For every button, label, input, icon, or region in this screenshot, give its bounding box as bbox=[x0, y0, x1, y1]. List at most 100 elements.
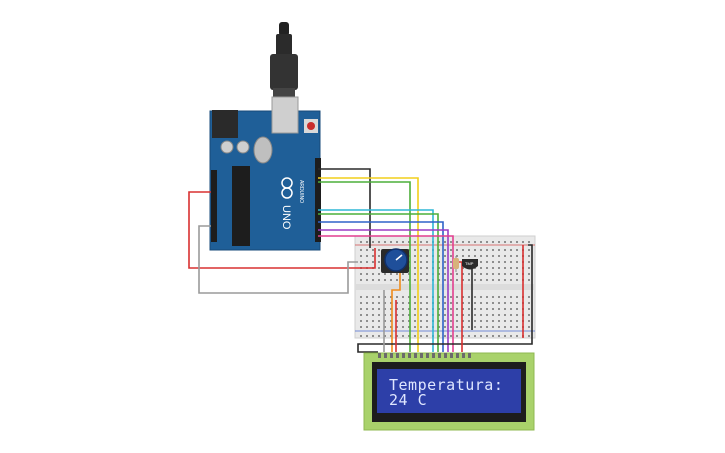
breadboard-hole bbox=[468, 308, 470, 310]
breadboard-hole bbox=[456, 308, 458, 310]
breadboard-hole bbox=[396, 302, 398, 304]
breadboard-hole bbox=[528, 335, 530, 337]
potentiometer[interactable] bbox=[381, 248, 409, 273]
breadboard-hole bbox=[426, 335, 428, 337]
breadboard-hole bbox=[450, 249, 452, 251]
breadboard-hole bbox=[450, 261, 452, 263]
breadboard-hole bbox=[426, 261, 428, 263]
breadboard-hole bbox=[468, 296, 470, 298]
wire-gray[interactable] bbox=[198, 225, 358, 294]
breadboard-hole bbox=[426, 320, 428, 322]
breadboard-hole bbox=[504, 279, 506, 281]
breadboard-hole bbox=[450, 279, 452, 281]
arduino-uno-board[interactable]: ARDUINO UNO bbox=[209, 96, 321, 251]
wire-yellow[interactable] bbox=[318, 177, 419, 352]
breadboard-hole bbox=[486, 249, 488, 251]
wire-cyan[interactable] bbox=[318, 209, 434, 352]
wire-green[interactable] bbox=[318, 181, 411, 352]
breadboard-hole bbox=[366, 279, 368, 281]
breadboard-hole bbox=[414, 261, 416, 263]
breadboard-hole bbox=[390, 320, 392, 322]
breadboard-hole bbox=[372, 273, 374, 275]
breadboard-hole bbox=[426, 255, 428, 257]
breadboard-hole bbox=[456, 326, 458, 328]
breadboard-hole bbox=[480, 308, 482, 310]
breadboard-hole bbox=[450, 326, 452, 328]
breadboard-hole bbox=[378, 255, 380, 257]
breadboard-hole bbox=[420, 335, 422, 337]
breadboard-hole bbox=[492, 302, 494, 304]
breadboard-hole bbox=[438, 279, 440, 281]
breadboard-hole bbox=[396, 320, 398, 322]
wire-orange[interactable] bbox=[391, 262, 401, 352]
breadboard-hole bbox=[462, 255, 464, 257]
wire-pink[interactable] bbox=[318, 235, 454, 352]
breadboard-hole bbox=[444, 241, 446, 243]
breadboard-hole bbox=[516, 326, 518, 328]
breadboard-hole bbox=[516, 308, 518, 310]
breadboard-hole bbox=[420, 255, 422, 257]
breadboard-hole bbox=[498, 335, 500, 337]
breadboard-hole bbox=[510, 308, 512, 310]
wire-black-right[interactable] bbox=[357, 244, 533, 353]
breadboard-hole bbox=[390, 241, 392, 243]
breadboard-hole bbox=[480, 241, 482, 243]
breadboard-hole bbox=[468, 302, 470, 304]
breadboard-hole bbox=[414, 326, 416, 328]
breadboard-hole bbox=[462, 267, 464, 269]
breadboard-hole bbox=[390, 296, 392, 298]
wire-red[interactable] bbox=[188, 191, 376, 269]
breadboard-hole bbox=[444, 314, 446, 316]
breadboard-hole bbox=[360, 320, 362, 322]
breadboard-hole bbox=[438, 267, 440, 269]
lcd-display[interactable] bbox=[363, 352, 535, 431]
wire-green2[interactable] bbox=[318, 213, 439, 352]
breadboard-hole bbox=[408, 241, 410, 243]
breadboard-hole bbox=[498, 296, 500, 298]
usb-cable[interactable] bbox=[270, 22, 298, 98]
breadboard-hole bbox=[456, 273, 458, 275]
breadboard-hole bbox=[474, 335, 476, 337]
breadboard-hole bbox=[366, 308, 368, 310]
breadboard-hole bbox=[528, 249, 530, 251]
breadboard-hole bbox=[456, 249, 458, 251]
breadboard-hole bbox=[444, 326, 446, 328]
breadboard-hole bbox=[516, 302, 518, 304]
breadboard-hole bbox=[450, 314, 452, 316]
breadboard-hole bbox=[474, 296, 476, 298]
breadboard-hole bbox=[468, 335, 470, 337]
breadboard-hole bbox=[492, 249, 494, 251]
breadboard-hole bbox=[444, 261, 446, 263]
breadboard-hole bbox=[414, 335, 416, 337]
breadboard-hole bbox=[504, 335, 506, 337]
breadboard-hole bbox=[456, 320, 458, 322]
breadboard-hole bbox=[360, 273, 362, 275]
breadboard-hole bbox=[474, 249, 476, 251]
breadboard-hole bbox=[486, 308, 488, 310]
breadboard-hole bbox=[450, 273, 452, 275]
breadboard-hole bbox=[480, 273, 482, 275]
breadboard-hole bbox=[498, 302, 500, 304]
wire-purple[interactable] bbox=[318, 229, 449, 352]
breadboard-hole bbox=[414, 320, 416, 322]
breadboard-hole bbox=[414, 249, 416, 251]
breadboard-hole bbox=[504, 320, 506, 322]
temperature-sensor[interactable]: TMP bbox=[462, 259, 478, 270]
breadboard-hole bbox=[456, 335, 458, 337]
breadboard-hole bbox=[480, 249, 482, 251]
breadboard-hole bbox=[474, 314, 476, 316]
breadboard-hole bbox=[462, 326, 464, 328]
breadboard-hole bbox=[462, 273, 464, 275]
lcd-pin bbox=[438, 353, 441, 358]
lcd-pin bbox=[450, 353, 453, 358]
breadboard-hole bbox=[444, 255, 446, 257]
breadboard-hole bbox=[486, 255, 488, 257]
breadboard-hole bbox=[438, 273, 440, 275]
resistor[interactable] bbox=[453, 256, 459, 272]
breadboard-hole bbox=[402, 308, 404, 310]
breadboard-hole bbox=[444, 267, 446, 269]
wire-blue[interactable] bbox=[318, 221, 444, 352]
breadboard-hole bbox=[396, 273, 398, 275]
breadboard-hole bbox=[528, 296, 530, 298]
breadboard-hole bbox=[384, 302, 386, 304]
